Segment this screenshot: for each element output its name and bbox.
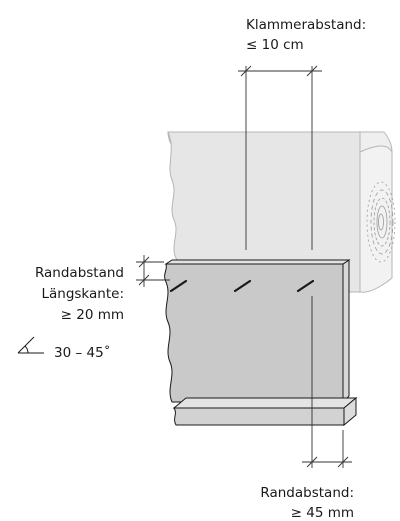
angle-value: 30 – 45˚ — [54, 344, 110, 361]
staple-mark — [233, 279, 252, 293]
staple-marks — [169, 279, 315, 293]
angle-icon — [17, 336, 44, 354]
edge-long-label-line2: Längskante: — [41, 286, 124, 302]
panel-side-edge — [342, 259, 350, 404]
staple-mark — [296, 279, 315, 293]
bottom-edge-dimension — [302, 296, 352, 468]
staple-spacing-value: ≤ 10 cm — [246, 37, 304, 53]
bottom-plank — [172, 396, 358, 427]
staple-mark — [169, 279, 188, 293]
plank-front-face — [173, 407, 345, 426]
panel-top-edge — [164, 259, 351, 265]
plank-top-face — [172, 397, 358, 409]
staple-spacing-dimension — [238, 65, 322, 250]
edge-bottom-title: Randabstand: — [260, 485, 354, 501]
staple-spacing-title: Klammerabstand: — [246, 17, 366, 33]
edge-bottom-value: ≥ 45 mm — [291, 505, 354, 521]
panel-front-face — [164, 263, 344, 403]
plank-end-face — [343, 396, 357, 427]
edge-long-label-line1: Randabstand — [35, 265, 124, 281]
long-edge-dimension — [136, 255, 170, 287]
beam-end-face — [359, 145, 393, 293]
growth-rings — [366, 181, 396, 263]
board-panel — [164, 259, 351, 404]
edge-long-value: ≥ 20 mm — [61, 307, 124, 323]
